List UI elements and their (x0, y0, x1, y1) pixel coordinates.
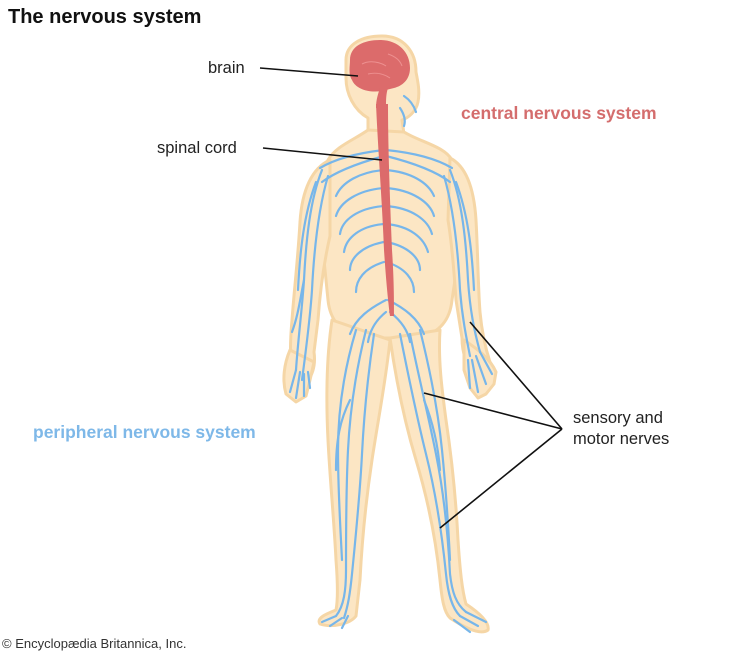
sensory-label-line2: motor nerves (573, 430, 670, 448)
sensory-leader-shin (439, 428, 563, 529)
brain-leader-line (259, 67, 359, 77)
leader-lines (259, 67, 563, 529)
right-arm-shape (446, 156, 492, 374)
body-silhouette (282, 34, 498, 634)
diagram-title: The nervous system (8, 6, 202, 28)
sensory-leader-arm (469, 321, 563, 430)
sensory-label-line1: sensory and (573, 409, 663, 427)
brain-shape (349, 40, 410, 92)
copyright-credit: © Encyclopædia Britannica, Inc. (2, 636, 187, 651)
sensory-motor-label: sensory and motor nerves (573, 408, 723, 450)
spinal-cord-leader-line (262, 147, 383, 161)
brainstem-shape (376, 88, 388, 108)
brain-label: brain (208, 59, 245, 77)
sensory-leader-thigh (423, 392, 563, 430)
peripheral-nervous-system-label: peripheral nervous system (33, 422, 256, 442)
left-leg-shape (317, 318, 392, 628)
spinal-cord-shape (376, 104, 394, 316)
central-nervous-system (349, 40, 410, 316)
spinal-cord-label: spinal cord (157, 139, 237, 157)
central-nervous-system-label: central nervous system (461, 103, 657, 123)
